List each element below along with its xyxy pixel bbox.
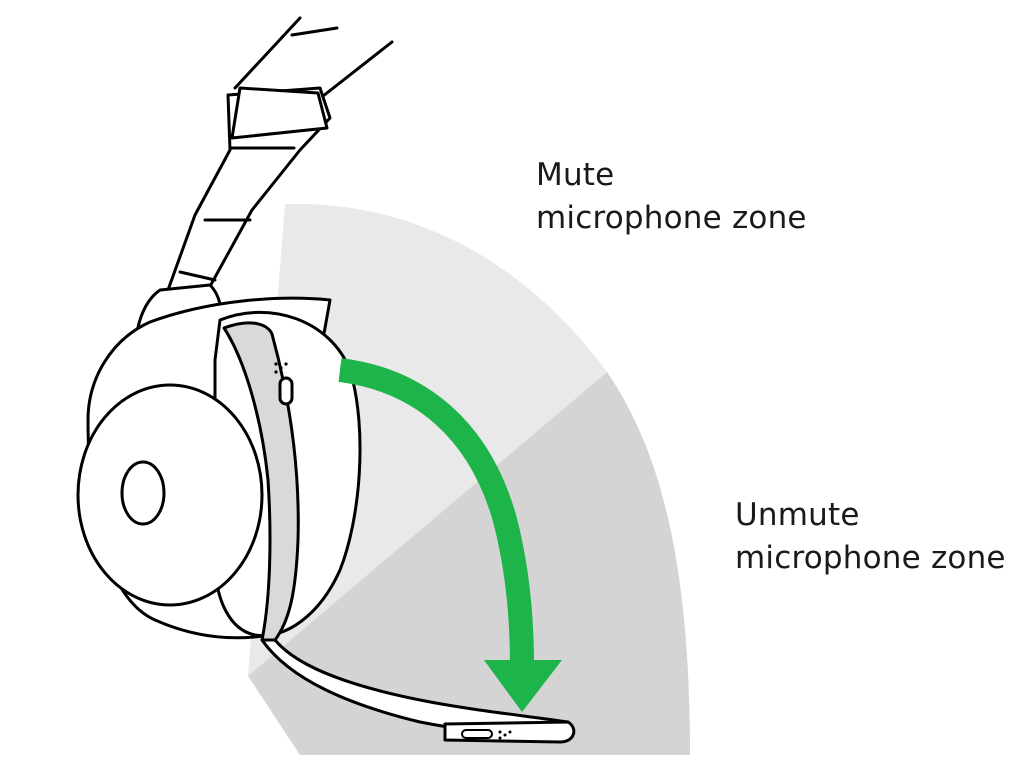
rotation-arrow (338, 358, 562, 712)
headband-inner-line (178, 146, 296, 282)
boom-led (461, 729, 493, 739)
mic-dots-icon (274, 362, 288, 374)
boom-arm-band (222, 321, 300, 642)
headband-arm (166, 86, 332, 292)
headband-slider (230, 86, 329, 140)
mute-button (278, 376, 294, 406)
mute-zone-label: Mute microphone zone (536, 154, 807, 240)
unmute-zone-label: Unmute microphone zone (735, 494, 1006, 580)
headset-illustration (76, 16, 576, 744)
unmute-zone-wedge (248, 372, 690, 755)
unmute-zone-label-line2: microphone zone (735, 540, 1006, 576)
unmute-zone-label-line1: Unmute (735, 497, 860, 533)
rotation-arrow-head-icon (484, 660, 562, 712)
rotation-arrow-shaft (338, 358, 534, 666)
ear-cup-plate (76, 383, 264, 607)
mute-zone-label-line2: microphone zone (536, 200, 807, 236)
boom-mic-dots-icon (498, 730, 512, 740)
ear-cup-center (120, 460, 166, 526)
headband (233, 16, 394, 102)
mute-zone-label-line1: Mute (536, 157, 615, 193)
